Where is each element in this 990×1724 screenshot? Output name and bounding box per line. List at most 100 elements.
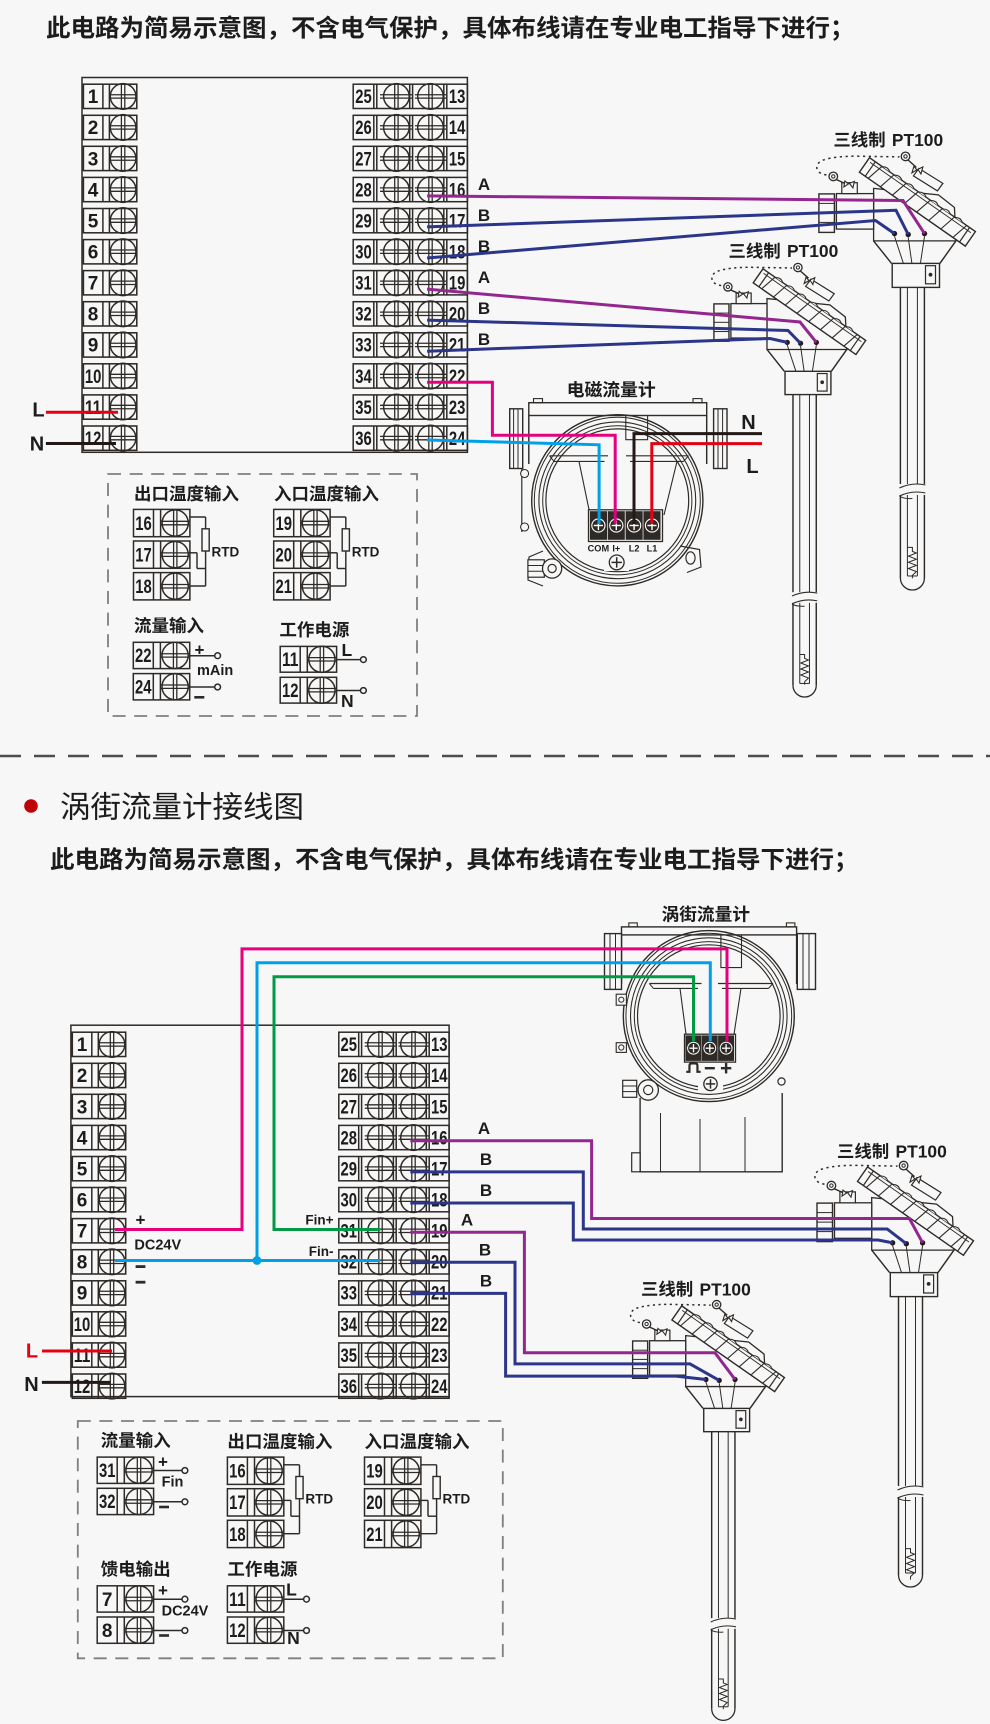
svg-text:21: 21 bbox=[449, 336, 466, 357]
svg-text:7: 7 bbox=[88, 274, 99, 295]
svg-text:27: 27 bbox=[340, 1097, 357, 1118]
svg-text:B: B bbox=[478, 237, 490, 256]
svg-text:B: B bbox=[480, 1150, 492, 1169]
svg-text:5: 5 bbox=[88, 211, 99, 232]
svg-text:4: 4 bbox=[88, 180, 99, 201]
svg-text:17: 17 bbox=[135, 545, 152, 566]
svg-text:6: 6 bbox=[77, 1191, 88, 1212]
svg-text:29: 29 bbox=[355, 211, 372, 232]
svg-text:RTD: RTD bbox=[305, 1492, 333, 1507]
svg-text:33: 33 bbox=[355, 336, 372, 357]
svg-text:+: + bbox=[158, 1581, 168, 1600]
svg-text:6: 6 bbox=[88, 243, 99, 264]
svg-text:31: 31 bbox=[99, 1461, 116, 1482]
svg-text:A: A bbox=[478, 175, 490, 194]
svg-text:22: 22 bbox=[449, 367, 466, 388]
svg-text:8: 8 bbox=[77, 1253, 88, 1274]
svg-text:11: 11 bbox=[85, 398, 102, 419]
svg-text:16: 16 bbox=[229, 1462, 246, 1483]
svg-text:28: 28 bbox=[355, 180, 372, 201]
svg-text:32: 32 bbox=[99, 1492, 116, 1513]
svg-text:21: 21 bbox=[275, 577, 292, 598]
svg-text:8: 8 bbox=[88, 305, 99, 326]
svg-text:Fin: Fin bbox=[162, 1475, 184, 1491]
svg-text:13: 13 bbox=[449, 87, 466, 108]
svg-text:9: 9 bbox=[88, 336, 99, 357]
svg-text:COM: COM bbox=[588, 544, 610, 554]
svg-text:2: 2 bbox=[77, 1066, 88, 1087]
svg-text:18: 18 bbox=[449, 243, 466, 264]
svg-text:12: 12 bbox=[229, 1621, 246, 1642]
svg-text:PT100: PT100 bbox=[787, 241, 838, 261]
svg-text:27: 27 bbox=[355, 149, 372, 170]
svg-text:B: B bbox=[480, 1271, 492, 1290]
svg-text:mAin: mAin bbox=[197, 663, 233, 679]
svg-text:15: 15 bbox=[431, 1097, 448, 1118]
svg-text:PT100: PT100 bbox=[700, 1279, 751, 1299]
svg-text:10: 10 bbox=[85, 367, 102, 388]
svg-text:25: 25 bbox=[355, 87, 372, 108]
svg-text:14: 14 bbox=[449, 118, 466, 139]
svg-text:3: 3 bbox=[77, 1097, 88, 1118]
svg-text:17: 17 bbox=[229, 1493, 246, 1514]
svg-text:12: 12 bbox=[85, 429, 102, 450]
svg-text:31: 31 bbox=[355, 274, 372, 295]
svg-text:5: 5 bbox=[77, 1159, 88, 1180]
svg-text:14: 14 bbox=[431, 1066, 448, 1087]
svg-text:17: 17 bbox=[431, 1159, 448, 1180]
svg-text:PT100: PT100 bbox=[892, 130, 943, 150]
svg-text:RTD: RTD bbox=[212, 545, 240, 560]
svg-text:35: 35 bbox=[355, 398, 372, 419]
svg-text:L: L bbox=[286, 1580, 297, 1600]
svg-text:20: 20 bbox=[366, 1493, 383, 1514]
svg-text:L2: L2 bbox=[629, 544, 640, 554]
svg-text:32: 32 bbox=[355, 305, 372, 326]
svg-text:15: 15 bbox=[449, 149, 466, 170]
svg-text:L: L bbox=[746, 456, 758, 478]
svg-text:B: B bbox=[478, 330, 490, 349]
svg-text:11: 11 bbox=[282, 650, 299, 671]
svg-text:4: 4 bbox=[77, 1128, 88, 1149]
svg-text:N: N bbox=[24, 1374, 38, 1396]
svg-text:31: 31 bbox=[340, 1222, 357, 1243]
svg-text:13: 13 bbox=[431, 1035, 448, 1056]
svg-text:L: L bbox=[26, 1341, 38, 1363]
svg-text:B: B bbox=[478, 206, 490, 225]
svg-text:A: A bbox=[461, 1210, 473, 1229]
svg-text:11: 11 bbox=[74, 1346, 91, 1367]
svg-text:18: 18 bbox=[135, 577, 152, 598]
svg-text:PT100: PT100 bbox=[896, 1142, 947, 1162]
svg-text:11: 11 bbox=[229, 1590, 246, 1611]
svg-text:8: 8 bbox=[102, 1621, 113, 1642]
svg-text:DC24V: DC24V bbox=[134, 1238, 181, 1254]
svg-text:20: 20 bbox=[275, 545, 292, 566]
svg-text:22: 22 bbox=[431, 1315, 448, 1336]
svg-text:23: 23 bbox=[431, 1346, 448, 1367]
svg-text:L1: L1 bbox=[647, 544, 658, 554]
svg-text:N: N bbox=[741, 412, 755, 434]
svg-text:RTD: RTD bbox=[443, 1492, 471, 1507]
svg-text:26: 26 bbox=[340, 1066, 357, 1087]
svg-text:16: 16 bbox=[135, 514, 152, 535]
svg-text:28: 28 bbox=[340, 1128, 357, 1149]
svg-text:21: 21 bbox=[366, 1525, 383, 1546]
svg-text:B: B bbox=[479, 1240, 491, 1259]
svg-text:L: L bbox=[32, 400, 44, 422]
svg-text:16: 16 bbox=[449, 180, 466, 201]
svg-text:I+: I+ bbox=[612, 544, 620, 554]
svg-text:36: 36 bbox=[340, 1377, 357, 1398]
svg-text:34: 34 bbox=[355, 367, 372, 388]
svg-text:N: N bbox=[341, 691, 354, 711]
svg-text:A: A bbox=[478, 268, 490, 287]
svg-text:22: 22 bbox=[135, 646, 152, 667]
svg-text:29: 29 bbox=[340, 1159, 357, 1180]
svg-text:Fin+: Fin+ bbox=[305, 1213, 333, 1228]
svg-text:10: 10 bbox=[74, 1315, 91, 1336]
svg-text:17: 17 bbox=[449, 211, 466, 232]
svg-text:19: 19 bbox=[366, 1462, 383, 1483]
svg-text:12: 12 bbox=[74, 1377, 91, 1398]
svg-text:N: N bbox=[287, 1628, 300, 1648]
svg-text:34: 34 bbox=[340, 1315, 357, 1336]
svg-text:B: B bbox=[478, 299, 490, 318]
svg-text:+: + bbox=[195, 640, 205, 659]
